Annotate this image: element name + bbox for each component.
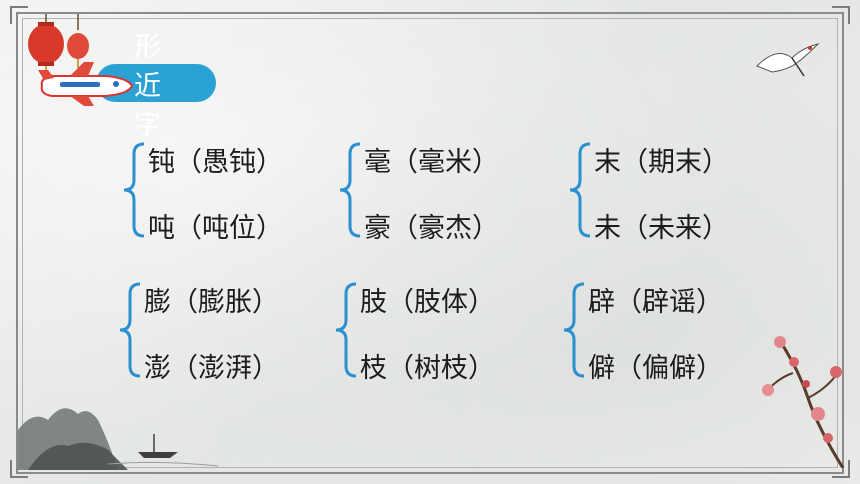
char-word: 豪（豪杰） [364, 213, 499, 244]
char-word: 末（期末） [594, 147, 729, 178]
corner-ornament-bottom-left [10, 460, 28, 478]
char-word: 膨（膨胀） [144, 287, 279, 318]
plum-blossom-icon [762, 336, 845, 468]
section-title-badge: 形近字 [36, 32, 216, 141]
landscape-ink-icon [18, 408, 218, 470]
char-word: 僻（偏僻） [588, 353, 723, 384]
char-word: 肢（肢体） [360, 287, 495, 318]
brace-icon [563, 282, 585, 378]
char-word: 枝（树枝） [360, 353, 495, 384]
airplane-icon [38, 62, 134, 106]
brace-icon [119, 282, 141, 378]
char-word: 澎（澎湃） [144, 353, 279, 384]
corner-ornament-top-left [10, 6, 28, 24]
brace-icon [339, 142, 361, 238]
inner-frame [22, 18, 838, 468]
brace-icon [335, 282, 357, 378]
char-word: 钝（愚钝） [148, 147, 283, 178]
char-group-1: 钝（愚钝） 吨（吨位） [120, 140, 350, 250]
crane-bird-icon [756, 43, 820, 77]
corner-ornament-top-right [832, 6, 850, 24]
char-word: 辟（辟谣） [588, 287, 723, 318]
brace-icon [123, 142, 145, 238]
char-group-6: 辟（辟谣） 僻（偏僻） [560, 280, 790, 390]
char-word: 毫（毫米） [364, 147, 499, 178]
char-group-3: 末（期末） 未（未来） [566, 140, 796, 250]
char-word: 吨（吨位） [148, 213, 283, 244]
char-group-2: 毫（毫米） 豪（豪杰） [336, 140, 566, 250]
lantern-icon [28, 14, 89, 78]
section-title: 形近字 [134, 31, 169, 141]
brace-icon [569, 142, 591, 238]
char-word: 未（未来） [594, 213, 729, 244]
outer-frame [16, 12, 844, 474]
corner-ornament-bottom-right [832, 460, 850, 478]
title-pill: 形近字 [96, 32, 216, 141]
char-group-5: 肢（肢体） 枝（树枝） [332, 280, 562, 390]
char-group-4: 膨（膨胀） 澎（澎湃） [116, 280, 346, 390]
